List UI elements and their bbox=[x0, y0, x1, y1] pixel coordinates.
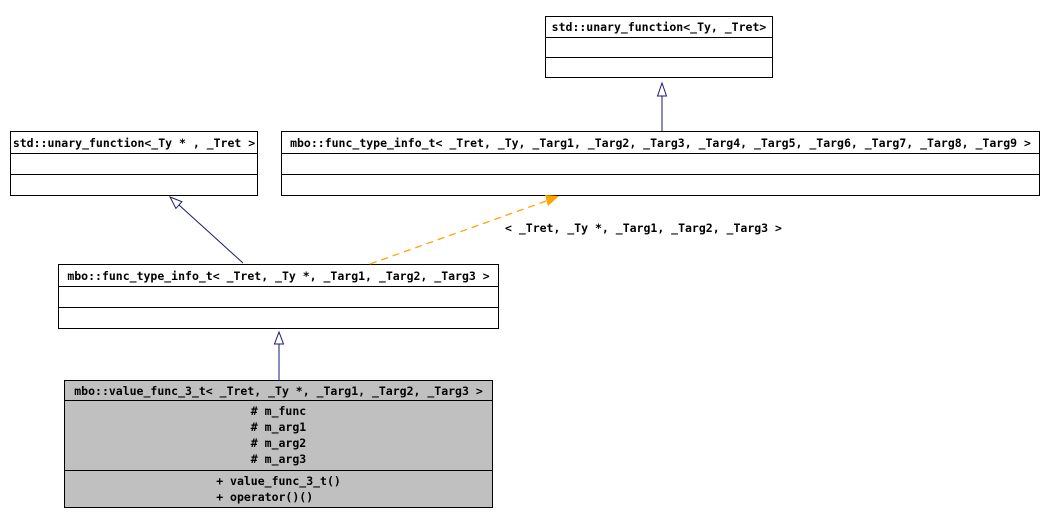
inheritance-arrow-top bbox=[656, 81, 668, 131]
attribute-row: # m_arg2 bbox=[250, 436, 307, 450]
empty-compartment bbox=[546, 58, 772, 77]
attribute-row: # m_arg3 bbox=[250, 452, 307, 466]
empty-compartment bbox=[282, 154, 1039, 175]
inheritance-arrow-left bbox=[168, 196, 244, 264]
methods-compartment: + value_func_3_t() + operator()() bbox=[65, 471, 492, 507]
class-box-func-type-info-t-ptr[interactable]: mbo::func_type_info_t< _Tret, _Ty *, _Ta… bbox=[58, 264, 499, 329]
method-row: + operator()() bbox=[216, 490, 314, 504]
empty-compartment bbox=[11, 175, 257, 195]
inheritance-arrow-bottom bbox=[273, 330, 285, 381]
class-title: std::unary_function<_Ty, _Tret> bbox=[546, 17, 772, 38]
attribute-row: # m_arg1 bbox=[250, 420, 307, 434]
empty-compartment bbox=[11, 154, 257, 175]
class-title: mbo::func_type_info_t< _Tret, _Ty, _Targ… bbox=[282, 132, 1039, 154]
class-box-func-type-info-t-9args[interactable]: mbo::func_type_info_t< _Tret, _Ty, _Targ… bbox=[281, 131, 1040, 196]
class-title: mbo::func_type_info_t< _Tret, _Ty *, _Ta… bbox=[59, 265, 498, 287]
attributes-compartment: # m_func # m_arg1 # m_arg2 # m_arg3 bbox=[65, 401, 492, 471]
class-title: std::unary_function<_Ty * , _Tret > bbox=[11, 132, 257, 154]
empty-compartment bbox=[546, 38, 772, 58]
template-args-label: < _Tret, _Ty *, _Targ1, _Targ2, _Targ3 > bbox=[505, 221, 782, 235]
class-box-std-unary-function-typtr-tret[interactable]: std::unary_function<_Ty * , _Tret > bbox=[10, 131, 258, 196]
empty-compartment bbox=[282, 175, 1039, 195]
class-box-value-func-3-t[interactable]: mbo::value_func_3_t< _Tret, _Ty *, _Targ… bbox=[64, 380, 493, 508]
attribute-row: # m_func bbox=[250, 404, 307, 418]
empty-compartment bbox=[59, 308, 498, 328]
empty-compartment bbox=[59, 287, 498, 308]
class-title: mbo::value_func_3_t< _Tret, _Ty *, _Targ… bbox=[65, 381, 492, 401]
method-row: + value_func_3_t() bbox=[216, 474, 341, 488]
class-box-std-unary-function-ty-tret[interactable]: std::unary_function<_Ty, _Tret> bbox=[545, 16, 773, 78]
